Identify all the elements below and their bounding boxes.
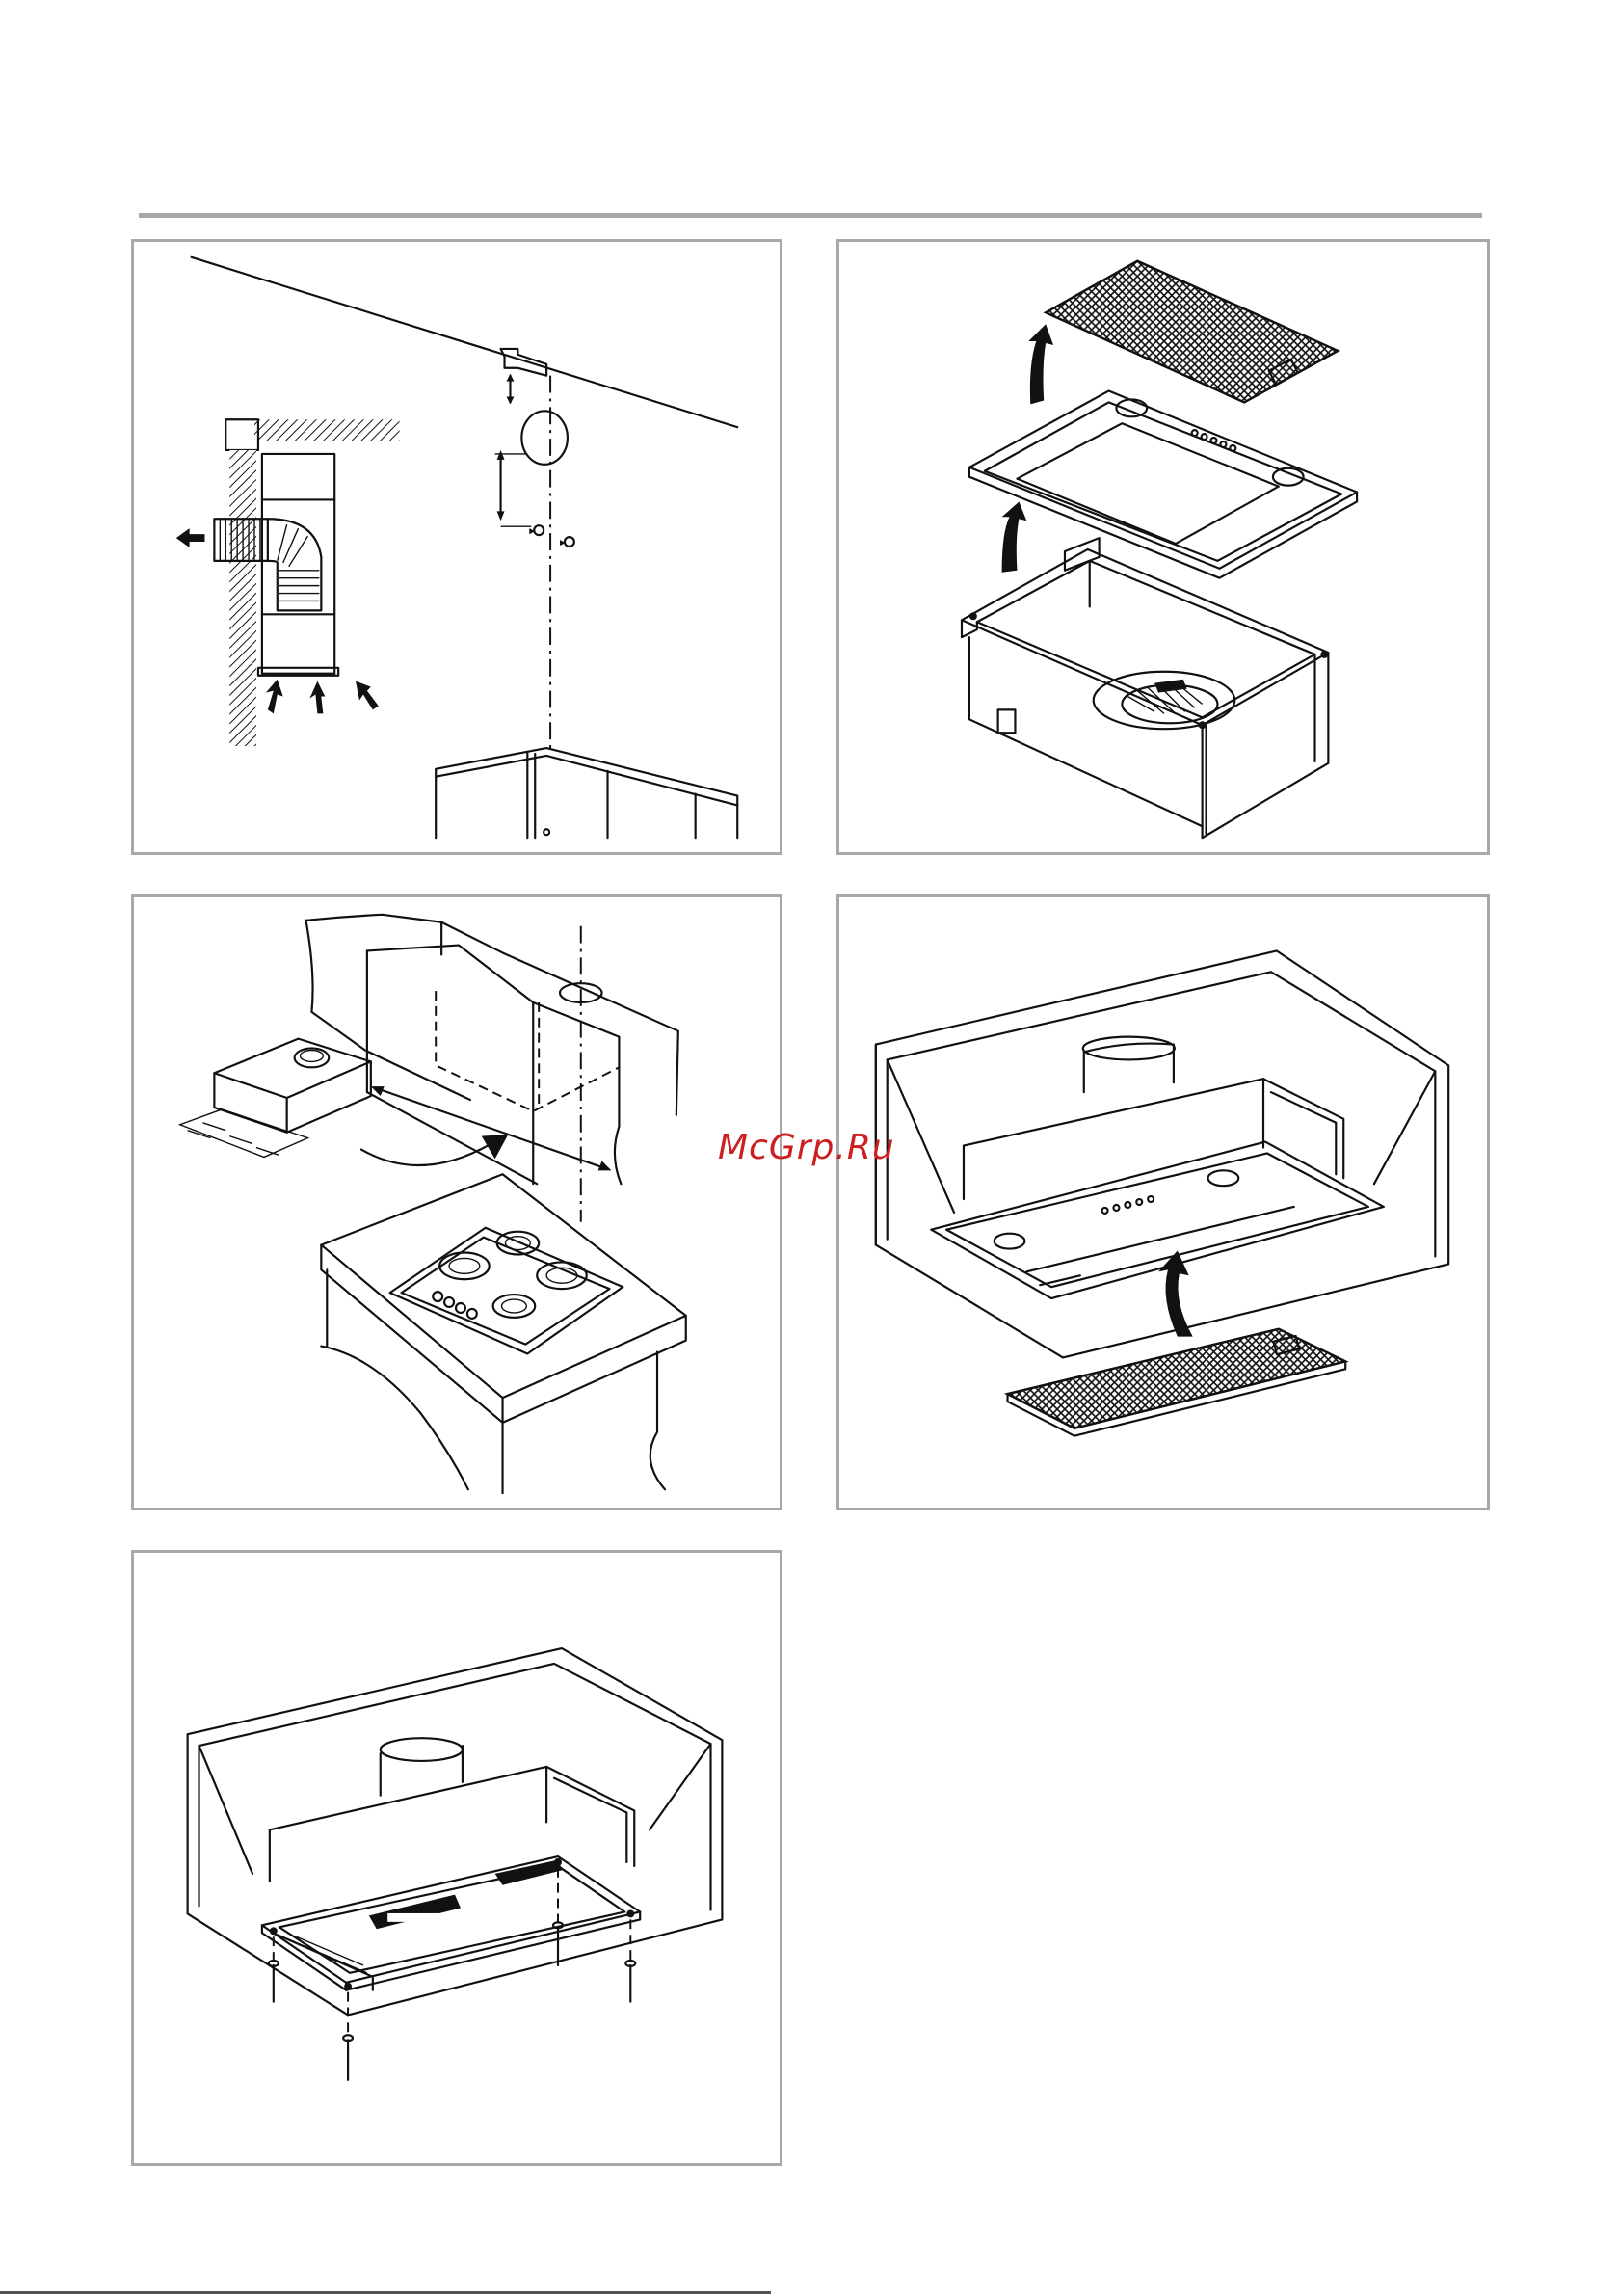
footer-rule bbox=[0, 2291, 771, 2294]
panel-exploded-hood bbox=[836, 239, 1490, 855]
panel-filter-insertion bbox=[836, 894, 1490, 1510]
filter-insertion-illustration bbox=[839, 897, 1487, 1508]
panel-cabinet-installation bbox=[131, 894, 782, 1510]
screw-icon bbox=[269, 1922, 635, 2079]
exploded-hood-illustration bbox=[839, 242, 1487, 852]
watermark-text: McGrp.Ru bbox=[718, 1128, 895, 1167]
cabinet-installation-illustration bbox=[134, 897, 780, 1508]
panel-screw-fixing bbox=[131, 1550, 782, 2166]
header-rule bbox=[139, 213, 1482, 218]
screw-fixing-illustration bbox=[134, 1553, 780, 2163]
ducting-bracket-illustration bbox=[134, 242, 780, 852]
panel-ducting-bracket bbox=[131, 239, 782, 855]
